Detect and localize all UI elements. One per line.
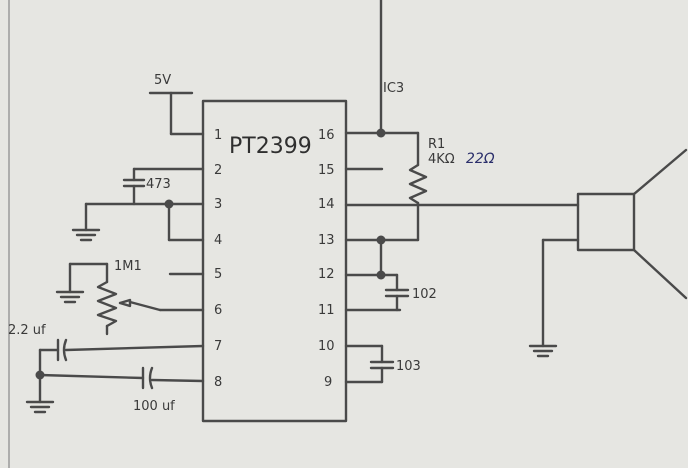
pin-3: 3 xyxy=(214,197,222,212)
capacitor-100uf-label: 100 uf xyxy=(133,399,175,414)
r1-handwritten-value: 22Ω xyxy=(466,151,495,167)
pin-16: 16 xyxy=(318,128,335,143)
pin-11: 11 xyxy=(318,303,335,318)
capacitor-102: 102 xyxy=(379,273,437,312)
capacitor-103: 103 xyxy=(344,344,421,384)
capacitor-2-2uf: 2.2 uf xyxy=(8,323,205,362)
pin-14: 14 xyxy=(318,197,335,212)
capacitor-100uf: 100 uf xyxy=(38,366,205,414)
supply-label: 5V xyxy=(154,73,171,88)
pin-1: 1 xyxy=(214,128,222,143)
pin13-12-net xyxy=(344,235,420,280)
pin-13: 13 xyxy=(318,233,335,248)
supply-5v: 5V xyxy=(148,73,205,136)
pin-5: 5 xyxy=(214,267,222,282)
potentiometer-1m1: 1M1 xyxy=(55,259,205,336)
pin-4: 4 xyxy=(214,233,222,248)
left-pin-numbers: 1 2 3 4 5 6 7 8 xyxy=(214,128,222,390)
capacitor-473: 473 xyxy=(122,167,205,206)
capacitor-473-label: 473 xyxy=(146,177,171,192)
pin-8: 8 xyxy=(214,375,222,390)
capacitor-102-label: 102 xyxy=(412,287,437,302)
ic-ref: IC3 xyxy=(383,81,404,96)
pin-12: 12 xyxy=(318,267,335,282)
pin-6: 6 xyxy=(214,303,222,318)
pin-10: 10 xyxy=(318,339,335,354)
speaker xyxy=(528,148,688,358)
capacitor-103-label: 103 xyxy=(396,359,421,374)
pin-9: 9 xyxy=(324,375,332,390)
resistor-r1: R1 4ΚΩ 22Ω xyxy=(408,137,495,242)
ground-pin3-4 xyxy=(71,199,205,242)
ground-left xyxy=(25,348,55,414)
right-pin-numbers: 16 15 14 13 12 11 10 9 xyxy=(318,128,335,390)
ic-name: PT2399 xyxy=(229,134,312,159)
pin-15: 15 xyxy=(318,163,335,178)
pin-2: 2 xyxy=(214,163,222,178)
potentiometer-label: 1M1 xyxy=(114,259,142,274)
r1-ref: R1 xyxy=(428,137,445,152)
ic-body xyxy=(201,99,348,423)
pin16-net xyxy=(344,0,420,167)
r1-value: 4ΚΩ xyxy=(428,152,455,167)
pin-7: 7 xyxy=(214,339,222,354)
capacitor-2-2uf-label: 2.2 uf xyxy=(8,323,46,338)
